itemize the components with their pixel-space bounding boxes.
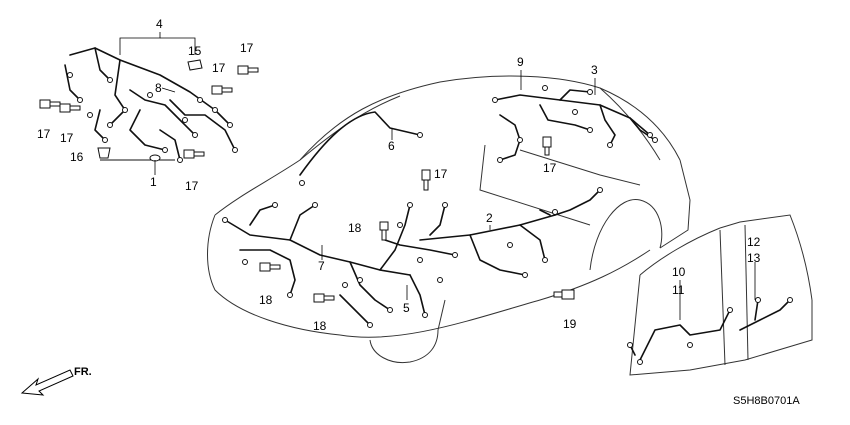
dashboard-harness — [222, 202, 458, 328]
callout-15: 15 — [188, 44, 202, 58]
callout-17: 17 — [543, 161, 557, 175]
callout-labels: 4 15 8 17 17 17 17 16 1 17 9 3 6 17 17 2… — [37, 17, 761, 333]
callout-11: 11 — [672, 283, 685, 297]
callout-17: 17 — [185, 179, 199, 193]
callout-18: 18 — [259, 293, 273, 307]
callout-17: 17 — [37, 127, 51, 141]
bolt-icon — [237, 65, 259, 75]
roof-harness — [299, 111, 423, 186]
callout-7: 7 — [318, 259, 325, 273]
callout-9: 9 — [517, 55, 524, 69]
callout-12: 12 — [747, 235, 761, 249]
callout-17: 17 — [212, 61, 226, 75]
callout-5: 5 — [403, 301, 410, 315]
callout-6: 6 — [388, 139, 395, 153]
callout-8: 8 — [155, 81, 162, 95]
bolt-icon — [259, 262, 281, 272]
bolts-clips — [39, 59, 575, 303]
bolt-icon — [542, 136, 552, 156]
car-body-outline — [207, 75, 691, 364]
bolt-icon — [183, 149, 205, 159]
front-label: FR. — [74, 366, 92, 378]
callout-18: 18 — [348, 221, 362, 235]
rear-harness — [492, 85, 658, 163]
bolt-icon — [59, 103, 81, 113]
door-panels — [629, 214, 813, 376]
bolt-icon — [379, 221, 389, 241]
floor-harness — [419, 187, 603, 278]
front-direction-arrow: FR. — [20, 366, 92, 396]
bolt-icon — [39, 99, 61, 109]
callout-19: 19 — [563, 317, 577, 331]
callout-1: 1 — [150, 175, 157, 189]
engine-harness — [64, 47, 238, 163]
leader-lines — [119, 32, 756, 320]
clip-icon — [187, 59, 203, 71]
door-harnesses — [627, 297, 793, 365]
bolt-icon — [211, 85, 233, 95]
callout-16: 16 — [70, 150, 84, 164]
callout-17: 17 — [60, 131, 74, 145]
bolt-icon — [313, 293, 335, 303]
bolt-icon — [421, 169, 431, 191]
callout-18: 18 — [313, 319, 327, 333]
callout-2: 2 — [486, 211, 493, 225]
callout-3: 3 — [591, 63, 598, 77]
callout-17: 17 — [240, 41, 254, 55]
callout-10: 10 — [672, 265, 686, 279]
callout-4: 4 — [156, 17, 163, 31]
callout-17: 17 — [434, 167, 448, 181]
bolt-icon — [553, 289, 575, 300]
clip-icon — [97, 147, 111, 159]
diagram-code: S5H8B0701A — [733, 395, 800, 407]
callout-13: 13 — [747, 251, 761, 265]
